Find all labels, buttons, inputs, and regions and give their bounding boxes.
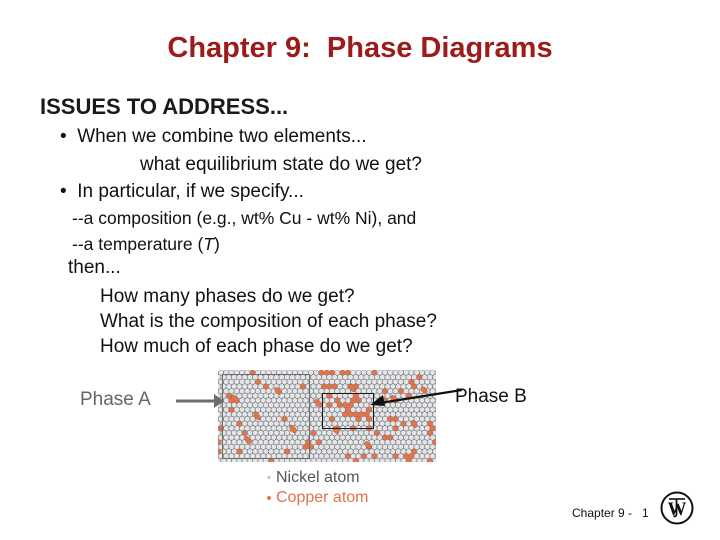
question-composition-of-each-phase: What is the composition of each phase?: [100, 311, 437, 332]
atom-legend: ◦ Nickel atom • Copper atom: [262, 468, 482, 508]
dash-temperature: --a temperature (T): [72, 234, 220, 254]
atom-lattice-canvas: [218, 370, 436, 462]
legend-label-copper: Copper atom: [276, 489, 369, 506]
arrow-right-icon: [176, 394, 224, 408]
wiley-monogram-logo: W: [660, 491, 694, 525]
alloy-lattice-figure: [218, 370, 436, 462]
temperature-symbol: T: [203, 234, 214, 254]
temperature-suffix: ): [214, 234, 220, 254]
dash-composition: --a composition (e.g., wt% Cu - wt% Ni),…: [72, 208, 417, 228]
legend-item-nickel: ◦ Nickel atom: [262, 468, 482, 488]
page-title: Chapter 9: Phase Diagrams: [167, 32, 553, 64]
sub-equilibrium-state: what equilibrium state do we get?: [140, 154, 422, 175]
temperature-prefix: --a temperature (: [72, 234, 204, 254]
bullet-in-particular: • In particular, if we specify...: [60, 181, 304, 202]
issues-to-address-heading: ISSUES TO ADDRESS...: [40, 94, 289, 119]
question-how-much-of-each-phase: How much of each phase do we get?: [100, 336, 413, 357]
legend-item-copper: • Copper atom: [262, 488, 482, 508]
legend-label-nickel: Nickel atom: [276, 469, 360, 486]
phase-a-label: Phase A: [80, 389, 151, 410]
footer-page-label: Chapter 9 - 1: [572, 506, 649, 520]
arrow-left-icon: [370, 388, 462, 406]
bullet-combine-elements: • When we combine two elements...: [60, 126, 367, 147]
phase-b-label: Phase B: [455, 386, 527, 407]
copper-atom-marker-icon: •: [266, 489, 272, 507]
nickel-atom-marker-icon: ◦: [267, 472, 271, 484]
question-how-many-phases: How many phases do we get?: [100, 286, 355, 307]
then-text: then...: [68, 257, 121, 278]
